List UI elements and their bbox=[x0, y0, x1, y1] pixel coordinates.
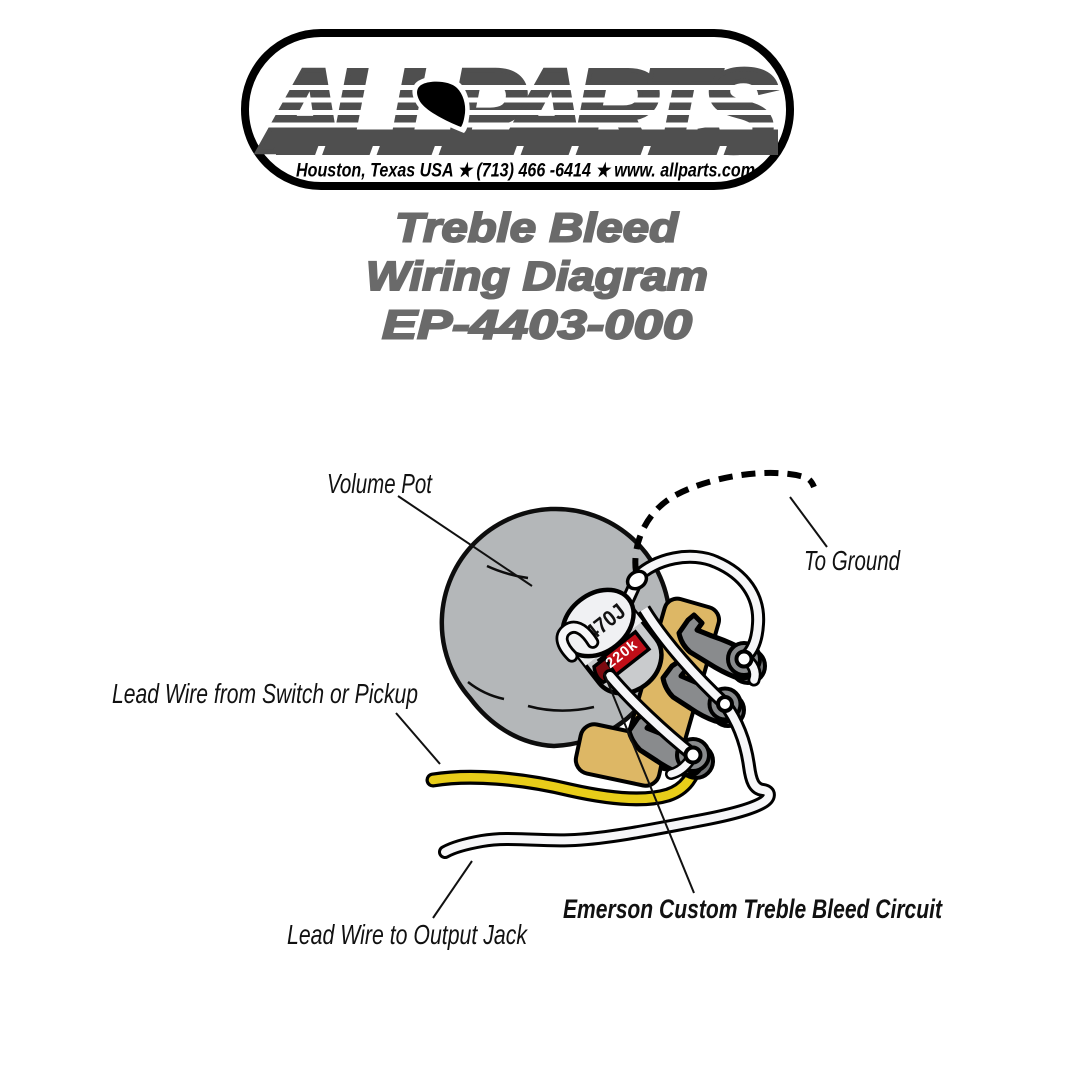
svg-text:To Ground: To Ground bbox=[804, 545, 901, 576]
svg-text:Lead Wire from Switch or Picku: Lead Wire from Switch or Pickup bbox=[112, 678, 418, 709]
svg-text:Houston, Texas USA ★ (713) 4: Houston, Texas USA ★ (713) 466 -6414 ★ w… bbox=[296, 161, 755, 182]
svg-text:Volume Pot: Volume Pot bbox=[327, 468, 433, 499]
svg-text:Lead Wire to Output Jack: Lead Wire to Output Jack bbox=[287, 919, 529, 950]
svg-text:Emerson Custom Treble Bleed Ci: Emerson Custom Treble Bleed Circuit bbox=[563, 894, 943, 924]
svg-text:EP-4403-000: EP-4403-000 bbox=[382, 301, 692, 347]
svg-text:Treble Bleed: Treble Bleed bbox=[395, 205, 679, 251]
svg-text:Wiring Diagram: Wiring Diagram bbox=[366, 253, 708, 299]
